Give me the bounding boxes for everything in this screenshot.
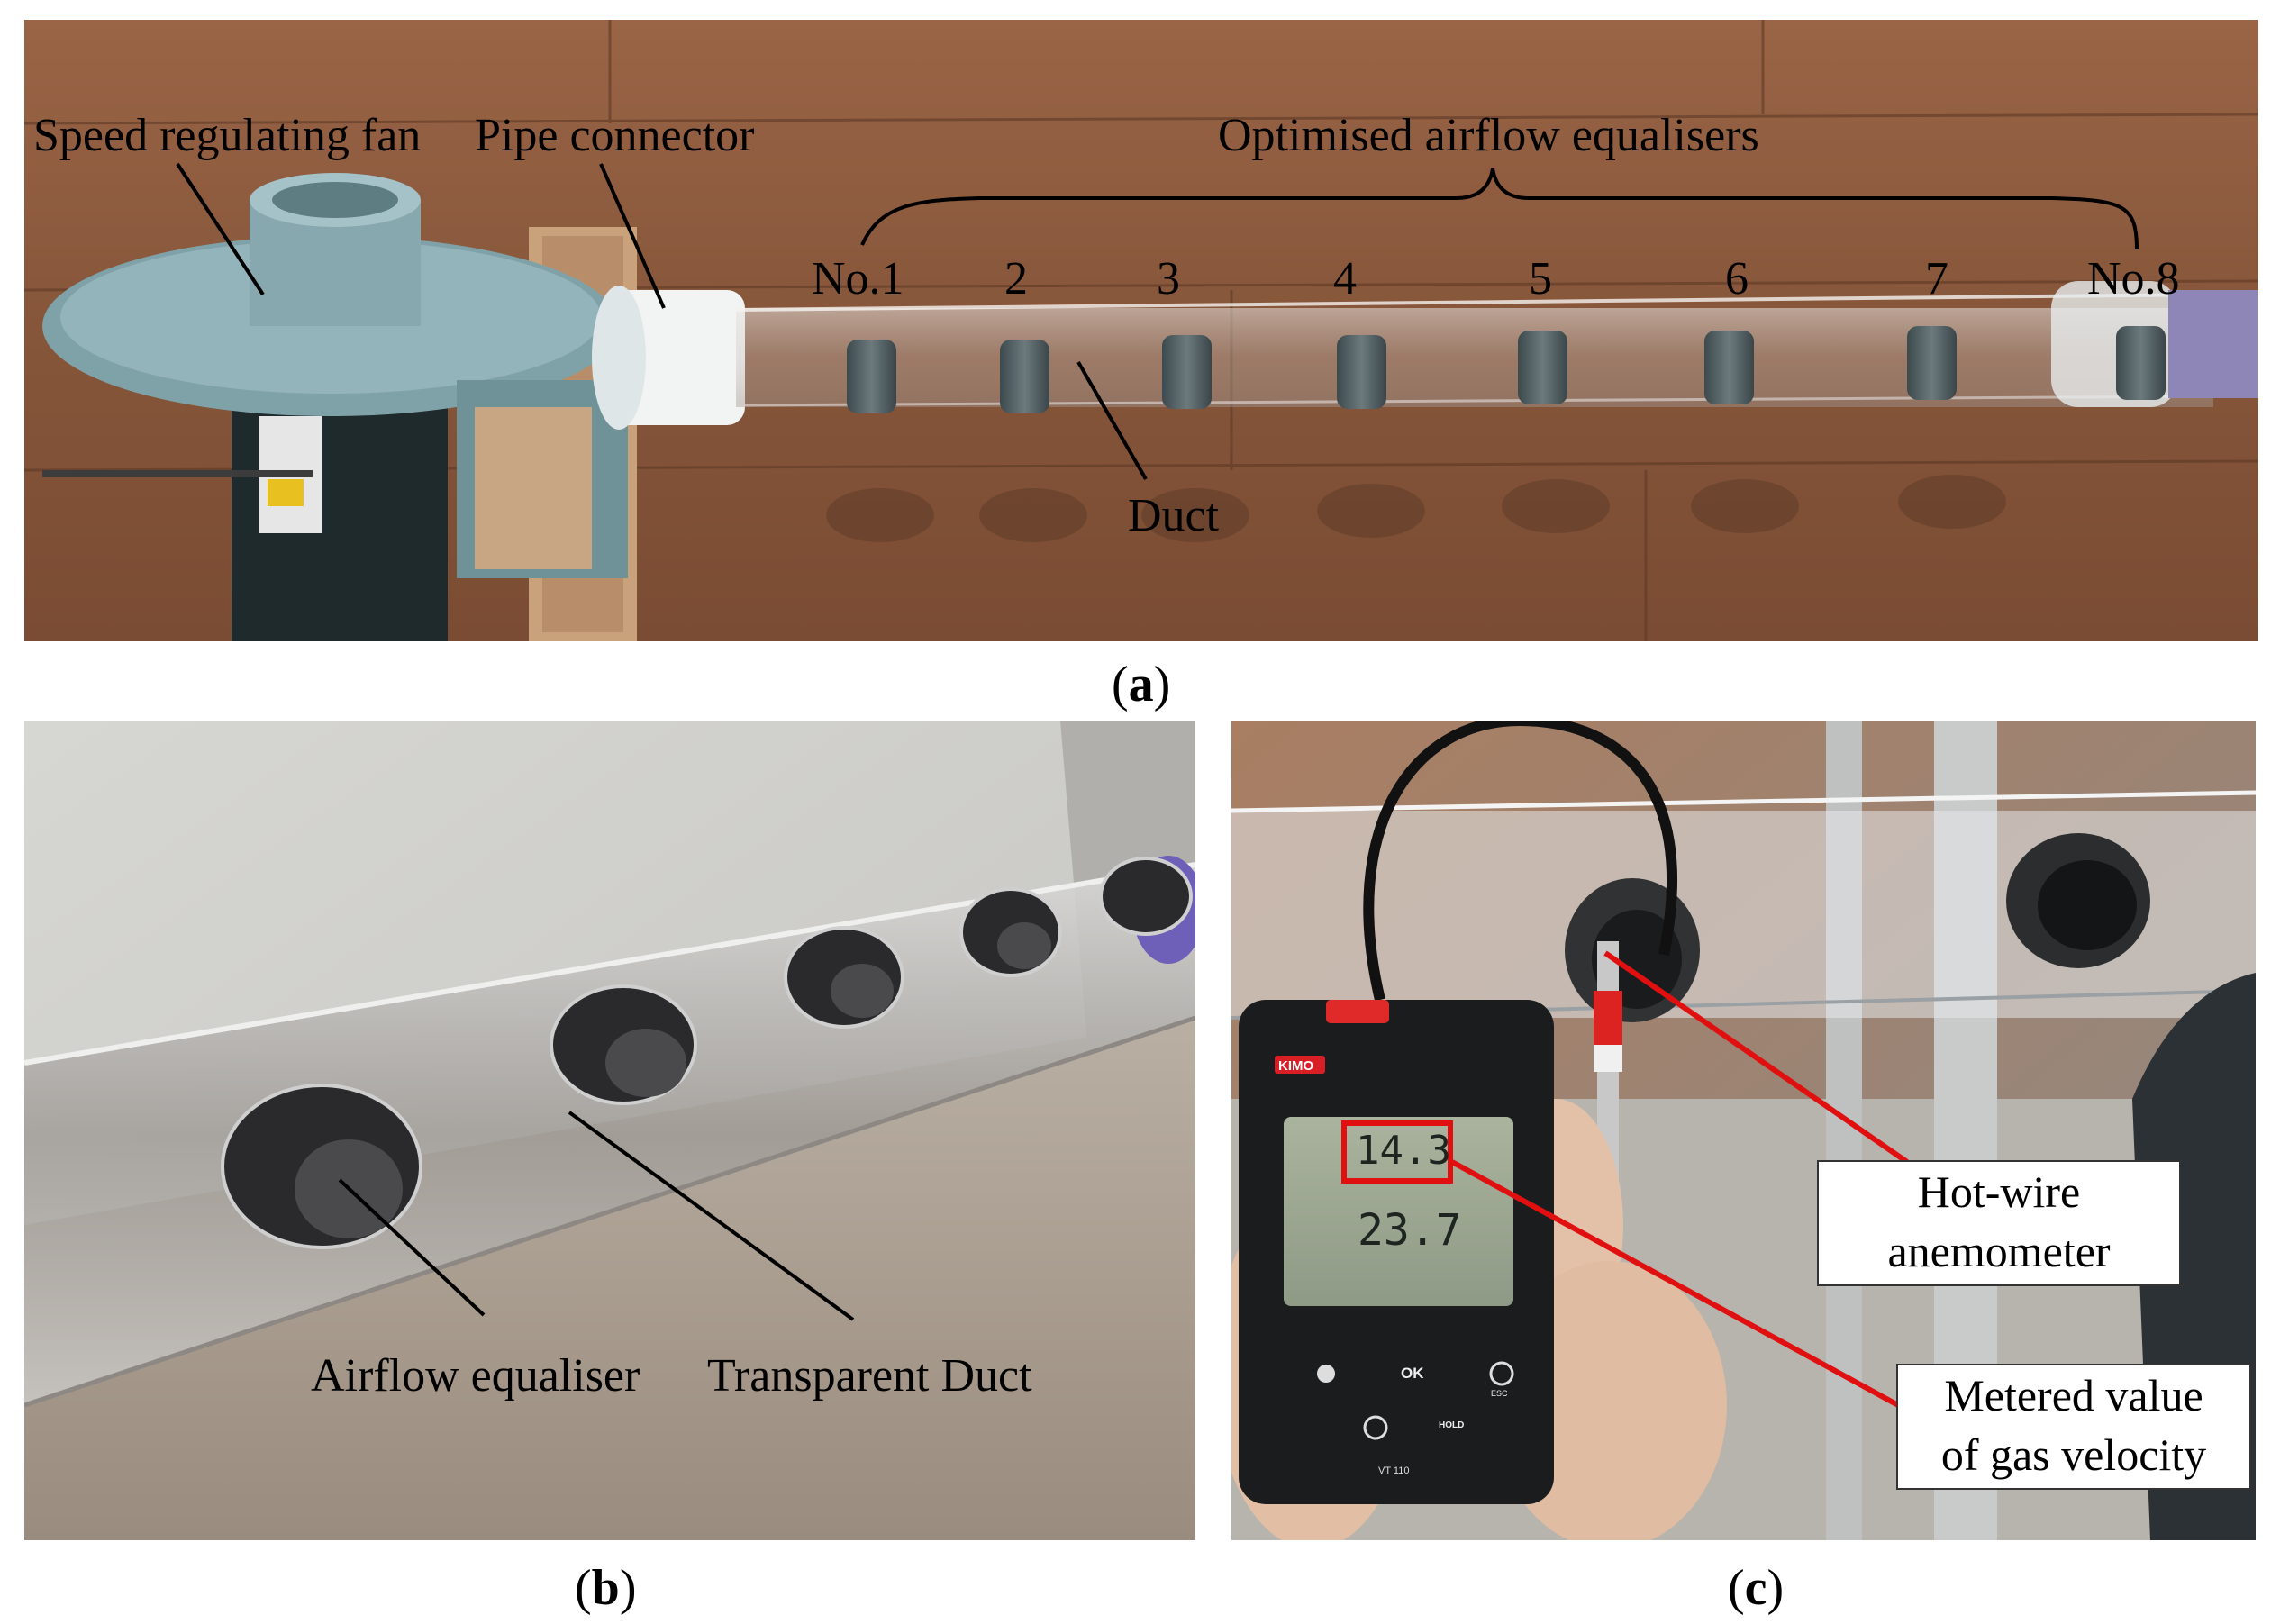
equaliser-leader-line	[338, 1178, 486, 1317]
equalisers-label: Optimised airflow equalisers	[1218, 110, 1759, 161]
equaliser-number-2: 2	[1004, 253, 1028, 304]
meter-ok-button: OK	[1401, 1365, 1424, 1382]
equaliser-number-8: No.8	[2087, 253, 2180, 304]
caption-b: (b)	[575, 1560, 637, 1616]
caption-a: (a)	[1112, 657, 1171, 712]
panel-a-scene	[24, 20, 2258, 641]
airflow-equaliser-label: Airflow equaliser	[311, 1350, 640, 1402]
panel-c-photo: KIMO 14.3 23.7 OK ESC HOLD VT 110 Hot-wi…	[1231, 721, 2256, 1540]
duct-b-leader-line	[568, 1111, 855, 1321]
fan-label: Speed regulating fan	[33, 110, 422, 161]
equaliser-number-4: 4	[1333, 253, 1357, 304]
caption-c: (c)	[1728, 1560, 1785, 1616]
equaliser-number-1: No.1	[812, 253, 904, 304]
meter-reading-top: 14.3	[1356, 1128, 1451, 1174]
meter-hold-button: HOLD	[1439, 1420, 1465, 1430]
hot-wire-anemometer-label: Hot-wire anemometer	[1817, 1160, 2181, 1286]
duct-label: Duct	[1128, 490, 1220, 541]
equaliser-number-5: 5	[1529, 253, 1552, 304]
meter-esc-button: ESC	[1491, 1389, 1508, 1398]
panel-a-photo: Speed regulating fan Pipe connector Opti…	[24, 20, 2258, 641]
equaliser-number-3: 3	[1157, 253, 1180, 304]
pipe-connector-label: Pipe connector	[475, 110, 755, 161]
panel-b-scene	[24, 721, 1195, 1540]
equaliser-number-7: 7	[1925, 253, 1948, 304]
metered-value-label: Metered value of gas velocity	[1896, 1364, 2251, 1490]
metered-value-leader-line	[1450, 1159, 1900, 1408]
anemometer-leader-line	[1603, 950, 1909, 1165]
equaliser-number-6: 6	[1725, 253, 1749, 304]
meter-model: VT 110	[1378, 1465, 1410, 1476]
meter-reading-bottom: 23.7	[1358, 1205, 1462, 1256]
panel-b-photo: Airflow equaliser Transparent Duct	[24, 721, 1195, 1540]
fan-leader-line	[176, 162, 265, 296]
meter-brand: KIMO	[1278, 1058, 1314, 1074]
duct-leader-line	[1076, 361, 1148, 480]
transparent-duct-label: Transparent Duct	[707, 1350, 1032, 1402]
equalisers-brace	[860, 168, 2139, 250]
connector-leader-line	[599, 163, 666, 309]
reading-highlight-box	[1341, 1120, 1453, 1184]
